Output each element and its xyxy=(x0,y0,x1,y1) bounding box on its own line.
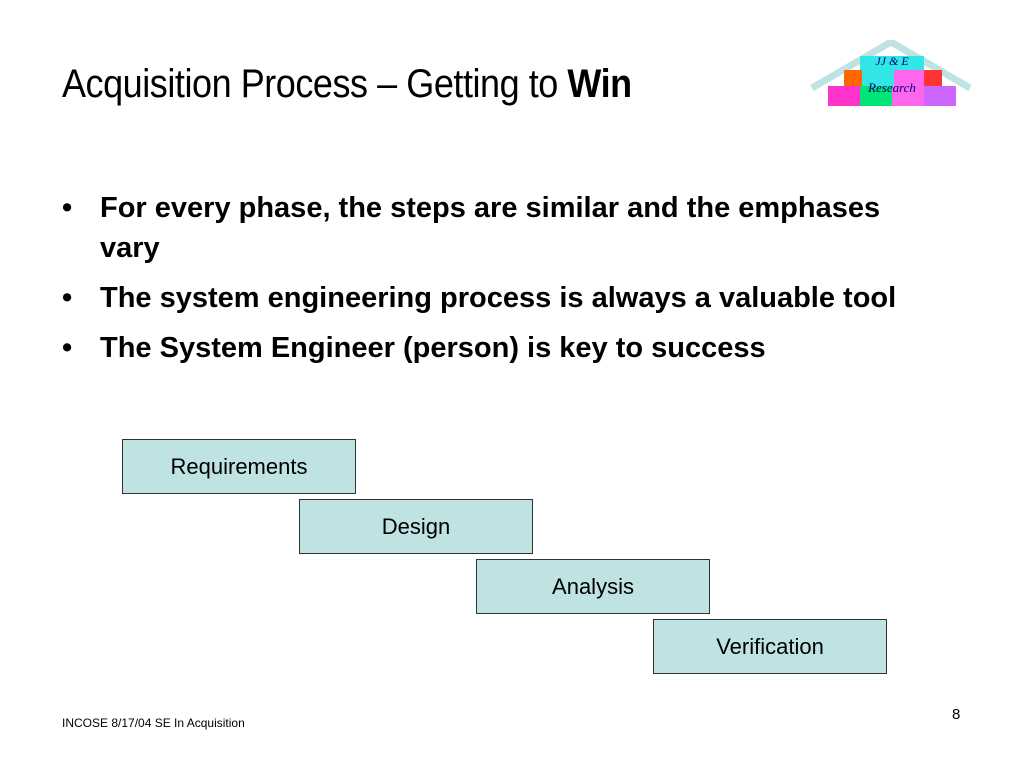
step-verification: Verification xyxy=(653,619,887,674)
logo-block xyxy=(862,70,894,86)
bullet-glyph: • xyxy=(62,332,73,364)
slide-title: Acquisition Process – Getting to Win xyxy=(62,62,632,107)
logo-block xyxy=(892,56,924,73)
jj-e-research-logo: JJ & E Research xyxy=(810,40,972,106)
slide-footer: INCOSE 8/17/04 SE In Acquisition xyxy=(62,716,245,730)
logo-block xyxy=(828,86,860,106)
logo-roof xyxy=(810,40,972,92)
logo-block xyxy=(844,70,862,86)
step-design: Design xyxy=(299,499,533,554)
bullet-item: • For every phase, the steps are similar … xyxy=(62,188,922,268)
logo-text-line1: JJ & E xyxy=(875,54,909,68)
bullet-text: The system engineering process is always… xyxy=(100,282,897,314)
bullet-glyph: • xyxy=(62,192,73,224)
logo-block xyxy=(894,70,924,86)
page-number: 8 xyxy=(952,706,961,723)
slide-title-text: Acquisition Process – Getting to xyxy=(62,62,568,106)
slide-title-emphasis: Win xyxy=(567,62,632,106)
bullet-item: • The system engineering process is alway… xyxy=(62,278,922,318)
logo-block xyxy=(860,56,892,73)
step-requirements: Requirements xyxy=(122,439,356,494)
logo-block xyxy=(924,86,956,106)
step-analysis: Analysis xyxy=(476,559,710,614)
bullet-glyph: • xyxy=(62,282,73,314)
bullet-item: • The System Engineer (person) is key to … xyxy=(62,328,922,368)
bullet-text: For every phase, the steps are similar a… xyxy=(100,192,881,264)
logo-text-line2: Research xyxy=(867,80,916,95)
bullet-list: • For every phase, the steps are similar … xyxy=(62,188,922,378)
bullet-text: The System Engineer (person) is key to s… xyxy=(100,332,766,364)
logo-block xyxy=(860,86,892,106)
logo-block xyxy=(924,70,942,86)
logo-block xyxy=(892,86,924,106)
